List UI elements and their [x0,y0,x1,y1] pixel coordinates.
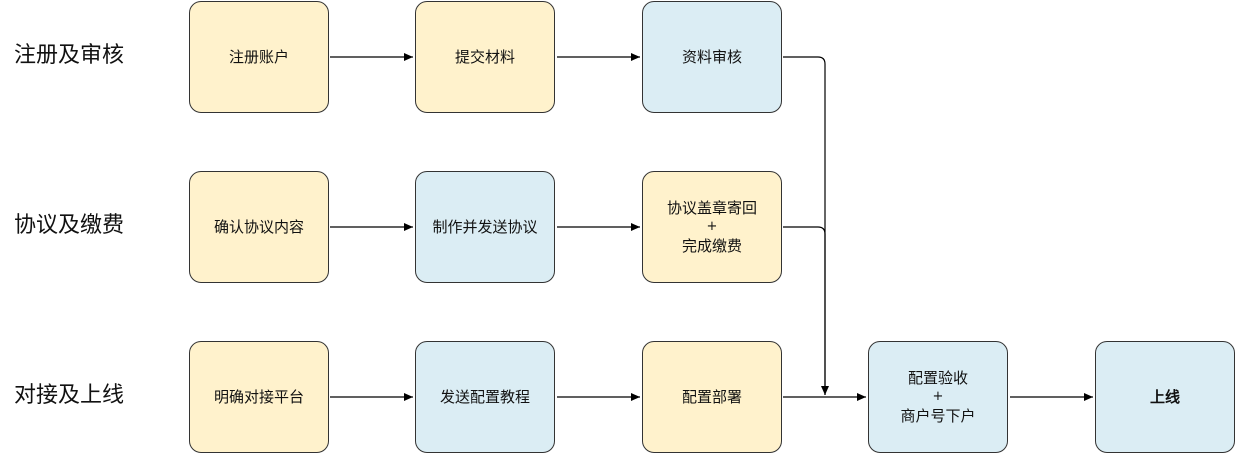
node-label: 制作并发送协议 [432,218,538,236]
node-send-config-tutorial: 发送配置教程 [415,341,555,453]
node-submit-materials: 提交材料 [415,1,555,113]
node-label-line2: 完成缴费 [681,237,742,255]
node-material-review: 资料审核 [642,1,782,113]
node-config-deploy: 配置部署 [642,341,782,453]
node-label-line2: 商户号下户 [900,407,976,425]
node-label: 提交材料 [454,48,515,66]
arrow-stamp-down-merge [783,226,826,395]
node-config-acceptance: 配置验收 + 商户号下户 [868,341,1008,453]
node-confirm-agreement: 确认协议内容 [189,171,329,283]
node-label: 明确对接平台 [213,388,304,406]
row-label-integration: 对接及上线 [14,383,125,408]
node-label-line1: 配置验收 [907,369,968,387]
node-label: 资料审核 [681,48,742,66]
node-online: 上线 [1095,341,1235,453]
node-label: 配置部署 [681,388,742,406]
node-label-plus: + [706,219,718,234]
node-label-plus: + [932,389,944,404]
node-label: 发送配置教程 [439,388,530,406]
node-label: 注册账户 [228,48,289,66]
arrow-review-down-merge [783,56,829,395]
row-label-agreement: 协议及缴费 [14,213,125,238]
node-define-platform: 明确对接平台 [189,341,329,453]
node-register-account: 注册账户 [189,1,329,113]
node-label: 确认协议内容 [213,218,304,236]
row-label-register: 注册及审核 [14,43,125,68]
node-label-line1: 协议盖章寄回 [666,199,757,217]
node-label: 上线 [1149,388,1180,406]
node-make-send-agreement: 制作并发送协议 [415,171,555,283]
node-stamp-and-pay: 协议盖章寄回 + 完成缴费 [642,171,782,283]
